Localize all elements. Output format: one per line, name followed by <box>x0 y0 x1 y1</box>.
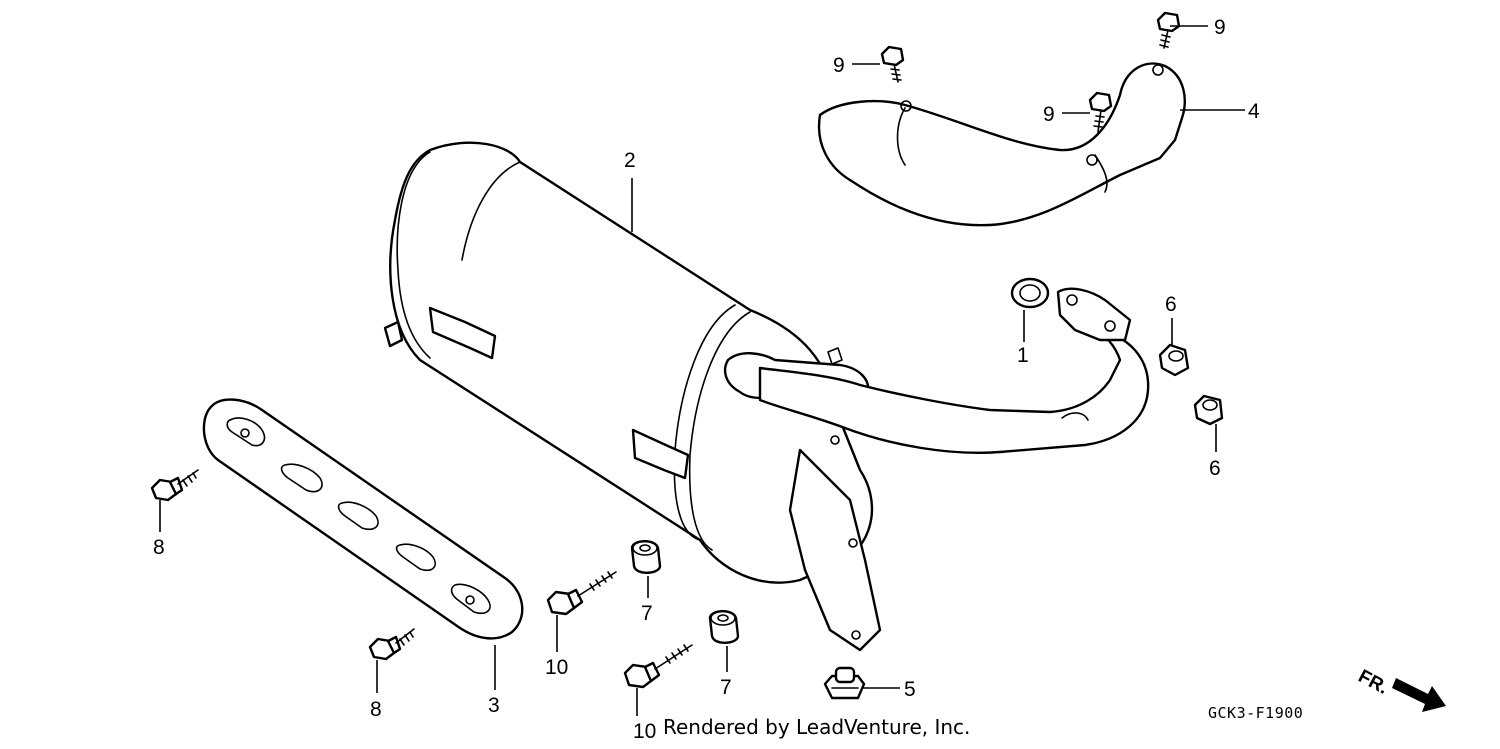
collar-part-upper[interactable] <box>1158 343 1190 377</box>
callout-10-lower: 10 <box>633 720 656 743</box>
callout-10-upper: 10 <box>545 656 568 679</box>
bushing-part-lower[interactable] <box>708 610 740 644</box>
bushing-part-upper[interactable] <box>630 540 662 574</box>
callout-8-upper: 8 <box>153 536 165 559</box>
callout-3: 3 <box>488 694 500 717</box>
callout-labels: 2 1 3 4 5 6 6 7 7 8 8 9 9 9 10 10 <box>153 16 1260 743</box>
callout-2: 2 <box>624 149 636 172</box>
bolt-part-10-lower[interactable] <box>623 644 693 689</box>
collar-part-lower[interactable] <box>1193 394 1224 426</box>
callout-8-lower: 8 <box>370 698 382 721</box>
front-direction-indicator: FR. <box>1355 666 1446 712</box>
callout-1: 1 <box>1017 344 1029 367</box>
diagram-code: GCK3-F1900 <box>1208 704 1303 722</box>
bolt-part-9-middle[interactable] <box>1088 91 1113 133</box>
callout-5: 5 <box>904 678 916 701</box>
callout-9-top: 9 <box>1214 16 1226 39</box>
callout-7-upper: 7 <box>641 602 653 625</box>
bolt-part-8-lower[interactable] <box>368 628 415 661</box>
bolt-part-8-upper[interactable] <box>150 469 199 502</box>
nut-part[interactable] <box>823 666 866 700</box>
gasket-part[interactable] <box>1010 277 1050 309</box>
direction-label: FR. <box>1355 666 1392 699</box>
callout-7-lower: 7 <box>720 676 732 699</box>
callout-6-upper: 6 <box>1165 293 1177 316</box>
muffler-protector-part[interactable] <box>202 398 524 640</box>
bolt-part-9-top[interactable] <box>1156 11 1181 49</box>
callout-4: 4 <box>1248 100 1260 123</box>
bolt-part-9-left[interactable] <box>880 45 905 83</box>
render-credit: Rendered by LeadVenture, Inc. <box>663 715 971 739</box>
callout-9-left: 9 <box>833 54 845 77</box>
callout-6-lower: 6 <box>1209 457 1221 480</box>
front-arrow-icon <box>1392 678 1446 712</box>
pipe-protector-part[interactable] <box>817 62 1186 227</box>
bolt-part-10-upper[interactable] <box>546 571 617 616</box>
leader-lines <box>159 25 1245 716</box>
callout-9-middle: 9 <box>1043 103 1055 126</box>
exhaust-pipe[interactable] <box>758 287 1150 455</box>
